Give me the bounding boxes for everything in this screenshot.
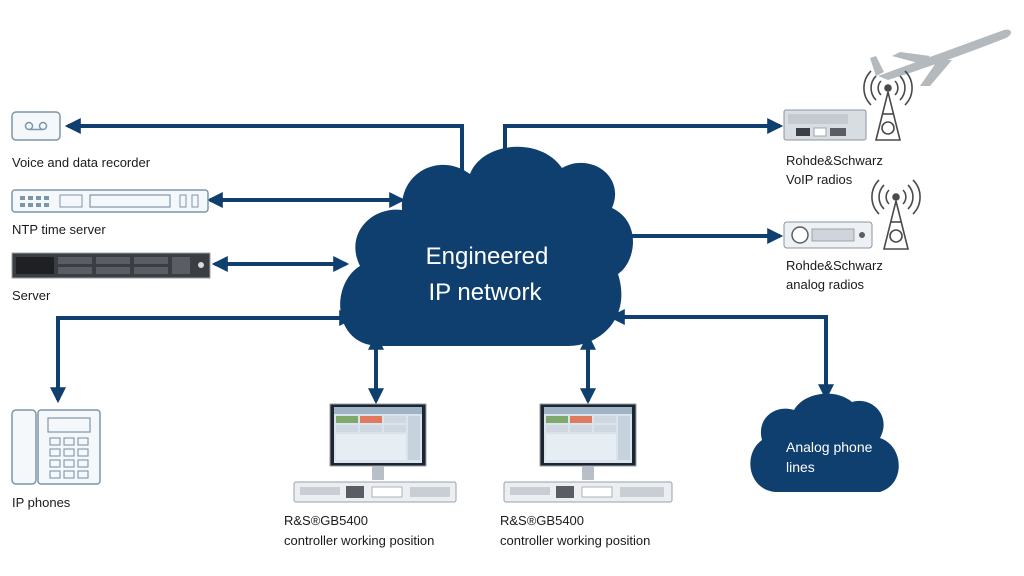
ip-phones-label: IP phones: [12, 495, 71, 510]
cloud-title-line1: Engineered: [426, 243, 549, 270]
phone-keypad-icon: [49, 437, 89, 479]
analog-cloud-line1: Analog phone: [786, 439, 873, 455]
airplane-icon: [870, 29, 1012, 86]
ntp-server-device: [11, 189, 209, 213]
link-analog-lines: [608, 309, 834, 401]
analog-cloud-line2: lines: [786, 459, 815, 475]
cwp-left-label-1: R&S®GB5400: [284, 513, 368, 528]
voip-radio-device: [783, 109, 867, 141]
recorder-device: [11, 111, 61, 141]
cwp-left-device: [293, 403, 457, 503]
analog-radios-label-1: Rohde&Schwarz: [786, 258, 883, 273]
voip-radios-label-2: VoIP radios: [786, 172, 853, 187]
radio-tower-icon: [863, 70, 913, 141]
phone-handset-icon: [11, 409, 37, 485]
analog-radios-label-2: analog radios: [786, 277, 865, 292]
recorder-label: Voice and data recorder: [12, 155, 151, 170]
server-device: [11, 252, 211, 279]
link-ip-phones: [50, 310, 356, 404]
analog-phone-lines-cloud: Analog phone lines: [750, 393, 899, 492]
ip-phone-device: [11, 409, 101, 485]
cloud-title-line2: IP network: [429, 279, 543, 306]
ntp-label: NTP time server: [12, 222, 106, 237]
cwp-right-label-1: R&S®GB5400: [500, 513, 584, 528]
voip-radios-label-1: Rohde&Schwarz: [786, 153, 883, 168]
link-recorder: [64, 118, 470, 194]
analog-radio-device: [783, 221, 873, 249]
cwp-right-device: [503, 403, 673, 503]
cwp-left-label-2: controller working position: [284, 533, 434, 548]
server-label: Server: [12, 288, 51, 303]
radio-tower-icon-2: [871, 179, 921, 250]
ip-network-cloud: Engineered IP network: [340, 146, 633, 346]
cwp-right-label-2: controller working position: [500, 533, 650, 548]
